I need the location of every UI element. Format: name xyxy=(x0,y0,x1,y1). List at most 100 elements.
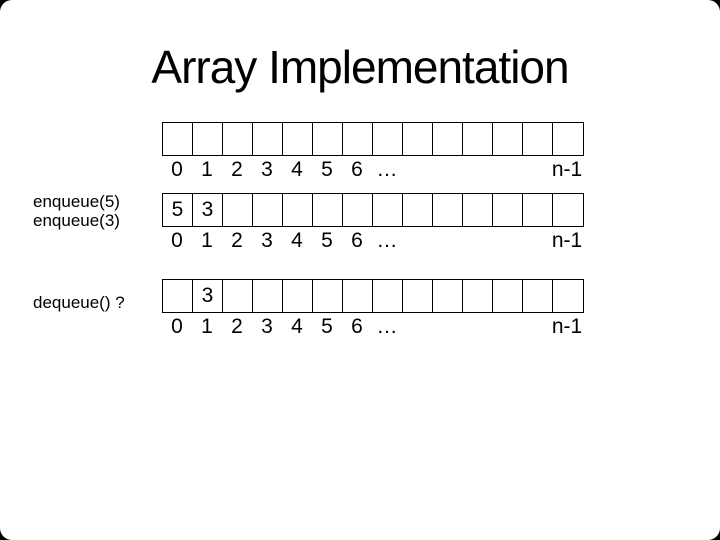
array-cell xyxy=(463,194,493,226)
index-label xyxy=(492,230,522,252)
array-cell xyxy=(223,280,253,312)
index-label xyxy=(522,159,552,181)
index-label xyxy=(402,159,432,181)
index-label: n-1 xyxy=(551,229,583,252)
index-label: 6 xyxy=(351,229,363,252)
array-cell xyxy=(373,280,403,312)
index-label: 5 xyxy=(321,229,333,252)
index-label xyxy=(402,316,432,338)
index-label xyxy=(432,316,462,338)
array-cell xyxy=(553,123,583,155)
index-label: 0 xyxy=(171,315,183,338)
array-cell: 3 xyxy=(193,280,223,312)
array-cell xyxy=(433,194,463,226)
enqueue-operations-label: enqueue(5) enqueue(3) xyxy=(33,192,120,230)
index-label: 1 xyxy=(201,158,213,181)
index-label: … xyxy=(376,158,398,181)
index-label: … xyxy=(376,229,398,252)
array-cell xyxy=(223,194,253,226)
index-label: 2 xyxy=(231,158,243,181)
index-label: 5 xyxy=(321,315,333,338)
array-cell xyxy=(403,194,433,226)
index-label: 3 xyxy=(261,315,273,338)
array-cell xyxy=(343,280,373,312)
enqueue-line-1: enqueue(5) xyxy=(33,192,120,211)
array-cells-row xyxy=(162,122,584,156)
array-cell xyxy=(373,194,403,226)
array-cell xyxy=(313,280,343,312)
array-cell xyxy=(493,123,523,155)
array-cell xyxy=(403,123,433,155)
array-cell xyxy=(253,194,283,226)
index-label: 3 xyxy=(261,229,273,252)
index-label: n-1 xyxy=(551,158,583,181)
array-cell xyxy=(493,280,523,312)
index-label: 0 xyxy=(171,158,183,181)
index-label: 4 xyxy=(291,315,303,338)
array-cell xyxy=(283,280,313,312)
array-cell xyxy=(523,280,553,312)
array-cell xyxy=(433,280,463,312)
index-label: n-1 xyxy=(551,315,583,338)
array-cell xyxy=(433,123,463,155)
index-label xyxy=(462,230,492,252)
index-label xyxy=(522,230,552,252)
index-label: 1 xyxy=(201,229,213,252)
array-cell xyxy=(343,194,373,226)
index-label: 5 xyxy=(321,158,333,181)
array-cell xyxy=(553,280,583,312)
index-label: 6 xyxy=(351,315,363,338)
array-cell xyxy=(493,194,523,226)
array-cell xyxy=(463,123,493,155)
array-cell: 3 xyxy=(193,194,223,226)
index-label xyxy=(432,159,462,181)
index-label: 4 xyxy=(291,229,303,252)
array-cell xyxy=(523,194,553,226)
array-cell xyxy=(283,194,313,226)
index-label: 3 xyxy=(261,158,273,181)
array-cell xyxy=(283,123,313,155)
index-label xyxy=(522,316,552,338)
index-label xyxy=(462,159,492,181)
index-label: 4 xyxy=(291,158,303,181)
array-cell xyxy=(193,123,223,155)
array-cell xyxy=(163,280,193,312)
enqueue-line-2: enqueue(3) xyxy=(33,211,120,230)
index-label: 0 xyxy=(171,229,183,252)
index-label xyxy=(492,159,522,181)
index-label xyxy=(492,316,522,338)
array-cell xyxy=(223,123,253,155)
index-label: 6 xyxy=(351,158,363,181)
index-label xyxy=(402,230,432,252)
array-cell xyxy=(343,123,373,155)
index-label: 2 xyxy=(231,229,243,252)
array-cell xyxy=(253,123,283,155)
dequeue-line: dequeue() ? xyxy=(33,293,125,312)
array-cell xyxy=(463,280,493,312)
index-label: 1 xyxy=(201,315,213,338)
page-title: Array Implementation xyxy=(151,41,569,93)
array-cell xyxy=(253,280,283,312)
index-label: … xyxy=(376,315,398,338)
array-cell: 5 xyxy=(163,194,193,226)
index-label xyxy=(462,316,492,338)
index-label xyxy=(432,230,462,252)
array-cell xyxy=(553,194,583,226)
array-cell xyxy=(403,280,433,312)
dequeue-operation-label: dequeue() ? xyxy=(33,293,125,312)
array-cells-row: 3 xyxy=(162,279,584,313)
array-cell xyxy=(313,123,343,155)
array-cell xyxy=(313,194,343,226)
array-cell xyxy=(373,123,403,155)
index-label: 2 xyxy=(231,315,243,338)
array-cell xyxy=(163,123,193,155)
